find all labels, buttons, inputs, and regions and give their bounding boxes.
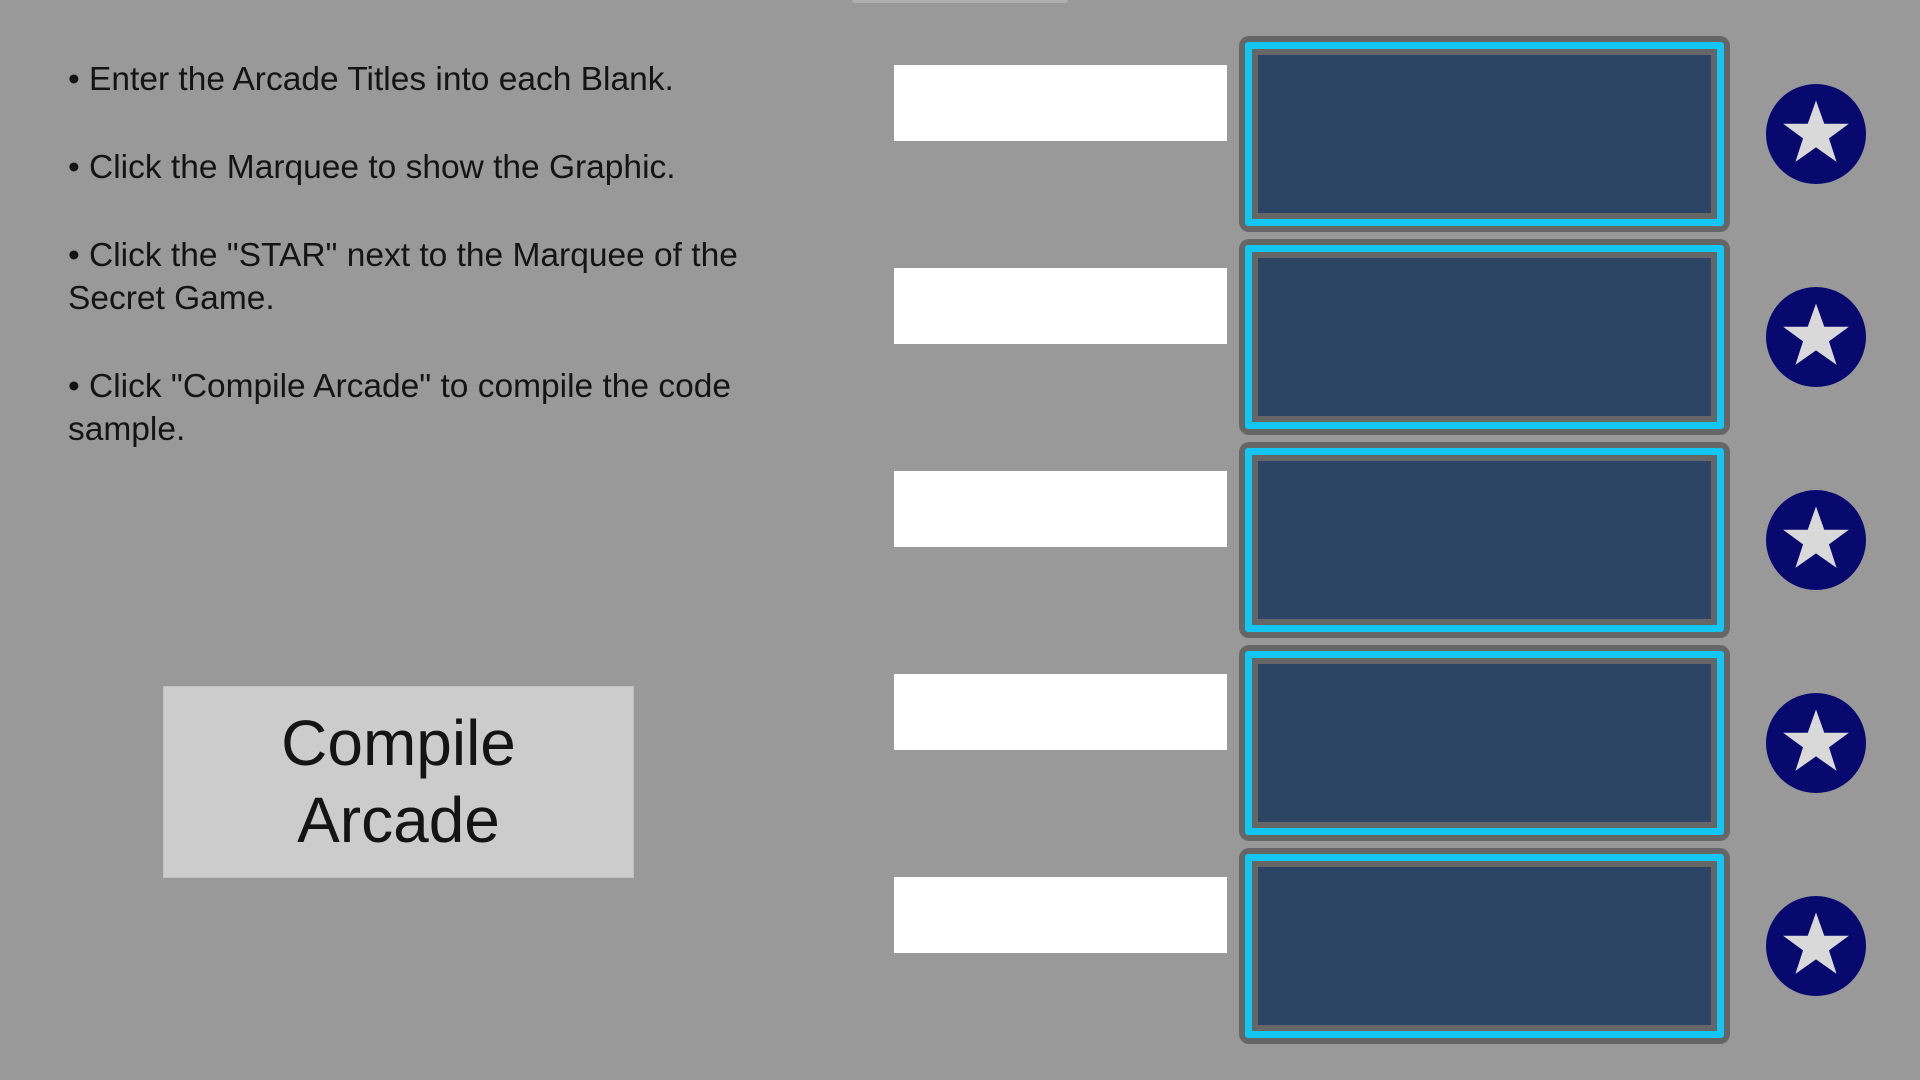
instruction-2: • Click the Marquee to show the Graphic. — [68, 149, 676, 186]
instruction-1: • Enter the Arcade Titles into each Blan… — [68, 61, 674, 98]
arcade-title-input-3[interactable] — [894, 471, 1227, 547]
marquee-glow-frame — [1245, 448, 1724, 632]
marquee-3[interactable] — [1239, 442, 1730, 638]
marquee-screen — [1258, 55, 1711, 213]
star-button-1[interactable] — [1766, 84, 1866, 184]
star-button-5[interactable] — [1766, 896, 1866, 996]
star-button-2[interactable] — [1766, 287, 1866, 387]
marquee-glow-frame — [1245, 651, 1724, 835]
star-button-4[interactable] — [1766, 693, 1866, 793]
marquee-4[interactable] — [1239, 645, 1730, 841]
marquee-screen — [1258, 258, 1711, 416]
marquee-1[interactable] — [1239, 36, 1730, 232]
marquee-glow-frame — [1245, 42, 1724, 226]
arcade-row-2 — [0, 203, 1920, 435]
arcade-row-4 — [0, 609, 1920, 841]
arcade-title-input-5[interactable] — [894, 877, 1227, 953]
marquee-screen — [1258, 867, 1711, 1025]
arcade-title-input-4[interactable] — [894, 674, 1227, 750]
star-icon — [1783, 100, 1849, 162]
marquee-glow-frame — [1245, 854, 1724, 1038]
arcade-row-5 — [0, 812, 1920, 1044]
marquee-screen — [1258, 461, 1711, 619]
arcade-title-input-2[interactable] — [894, 268, 1227, 344]
instruction-4: • Click "Compile Arcade" to compile the … — [68, 368, 731, 448]
marquee-5[interactable] — [1239, 848, 1730, 1044]
compile-label-line1: Compile — [281, 707, 516, 779]
star-icon — [1783, 912, 1849, 974]
top-tab-handle — [852, 0, 1068, 3]
star-icon — [1783, 303, 1849, 365]
arcade-row-3 — [0, 406, 1920, 638]
arcade-row-1 — [0, 0, 1920, 232]
star-button-3[interactable] — [1766, 490, 1866, 590]
instruction-3: • Click the "STAR" next to the Marquee o… — [68, 237, 738, 317]
star-icon — [1783, 709, 1849, 771]
arcade-title-input-1[interactable] — [894, 65, 1227, 141]
compile-label-line2: Arcade — [297, 784, 500, 856]
marquee-glow-frame — [1245, 245, 1724, 429]
marquee-screen — [1258, 664, 1711, 822]
instructions-panel: • Enter the Arcade Titles into each Blan… — [68, 58, 748, 496]
marquee-2[interactable] — [1239, 239, 1730, 435]
star-icon — [1783, 506, 1849, 568]
